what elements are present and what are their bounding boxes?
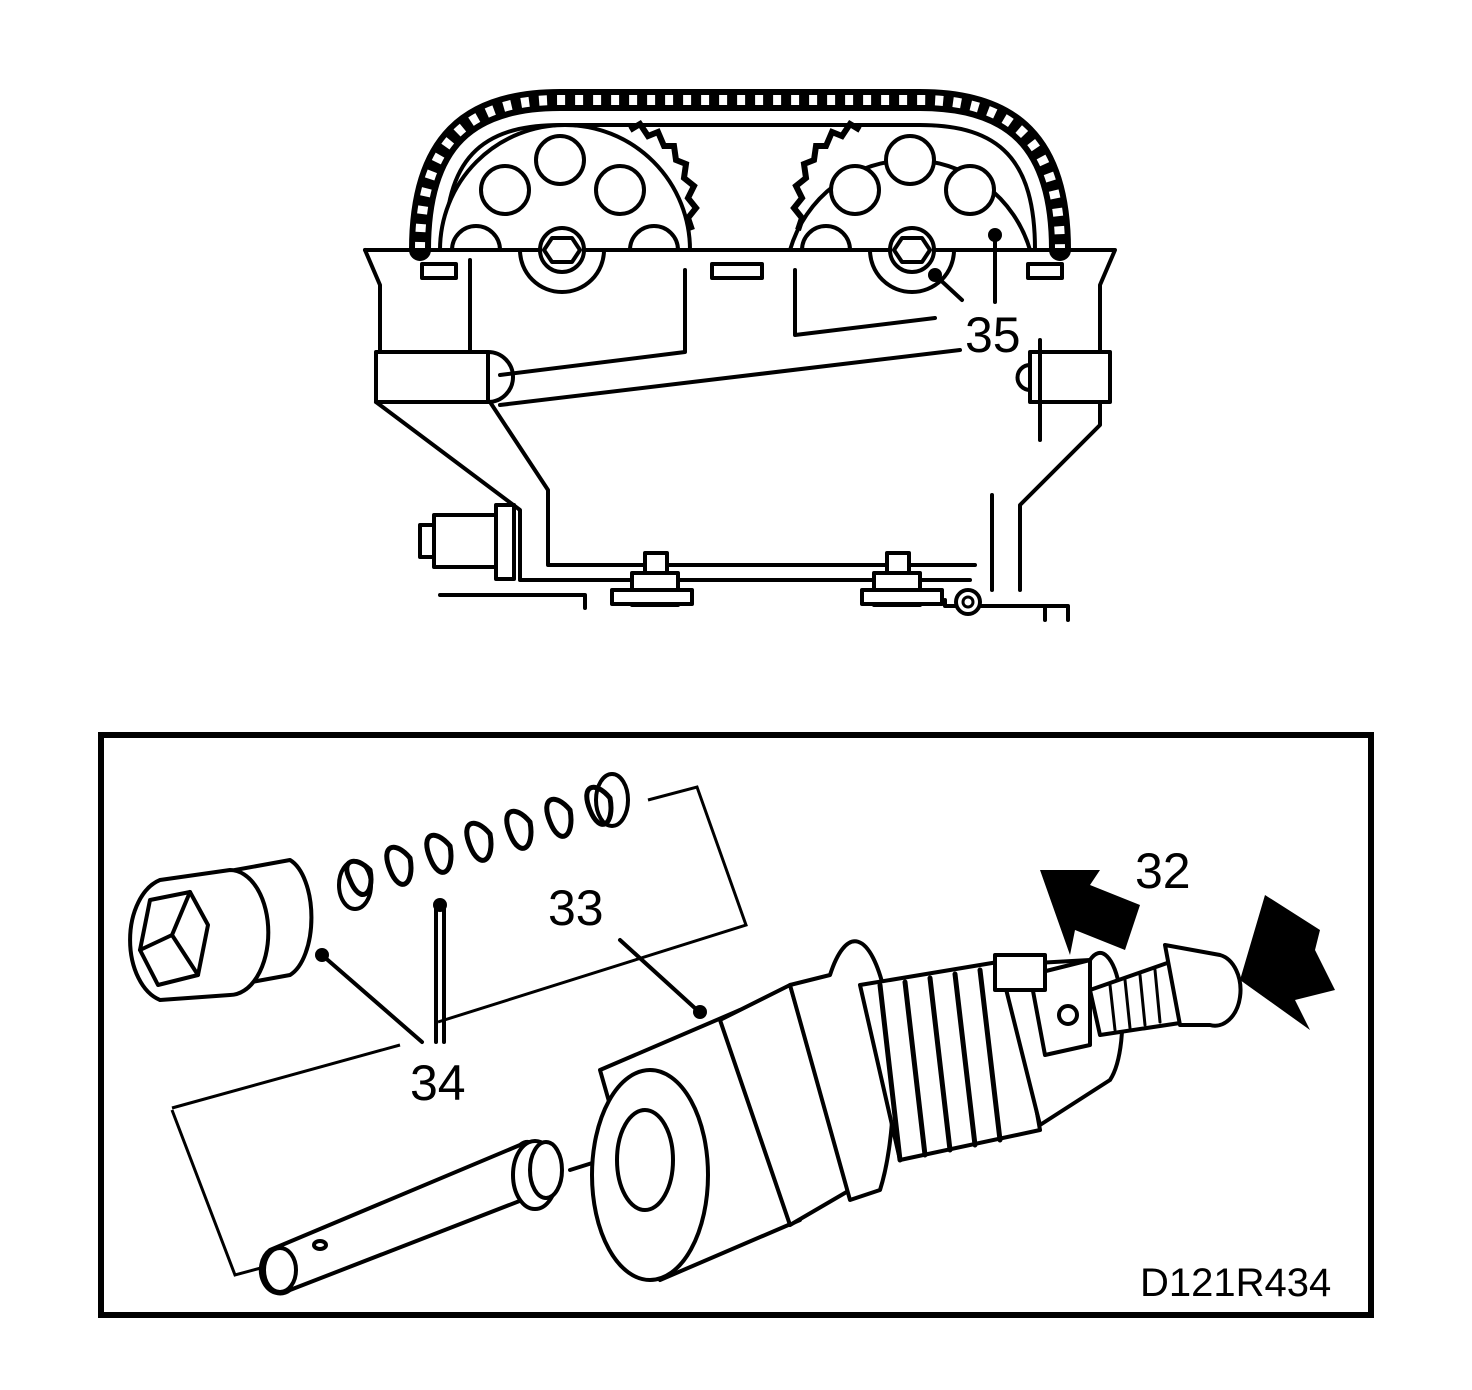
arrow-right bbox=[1240, 895, 1335, 1030]
adjusting-screw bbox=[1088, 943, 1243, 1037]
side-bolt bbox=[418, 503, 516, 581]
bottom-fasteners bbox=[610, 551, 982, 616]
drawing-code: D121R434 bbox=[1140, 1261, 1331, 1305]
tensioner-detail-panel: 34 33 32 D121R434 bbox=[98, 732, 1374, 1318]
callout-33-leader bbox=[618, 938, 707, 1019]
callout-33: 33 bbox=[548, 880, 604, 936]
direction-arrows bbox=[1040, 870, 1335, 1030]
right-cam-sprocket bbox=[788, 119, 1032, 274]
callout-34-leader bbox=[315, 898, 447, 1044]
arrow-left bbox=[1040, 870, 1140, 955]
left-cam-sprocket bbox=[438, 119, 700, 274]
callout-35: 35 bbox=[965, 307, 1021, 363]
timing-chain bbox=[409, 89, 1071, 261]
callout-32: 32 bbox=[1135, 843, 1191, 899]
spring bbox=[337, 772, 630, 911]
engine-head-view: 35 bbox=[363, 89, 1117, 622]
plunger-pin bbox=[258, 1139, 642, 1296]
tensioner-body bbox=[590, 939, 1125, 1282]
cap-nut bbox=[128, 858, 314, 1002]
detail-frame bbox=[98, 732, 1374, 1318]
callout-34: 34 bbox=[410, 1055, 466, 1111]
callout-35-leader bbox=[928, 228, 1002, 304]
cylinder-head-housing bbox=[363, 248, 1117, 622]
